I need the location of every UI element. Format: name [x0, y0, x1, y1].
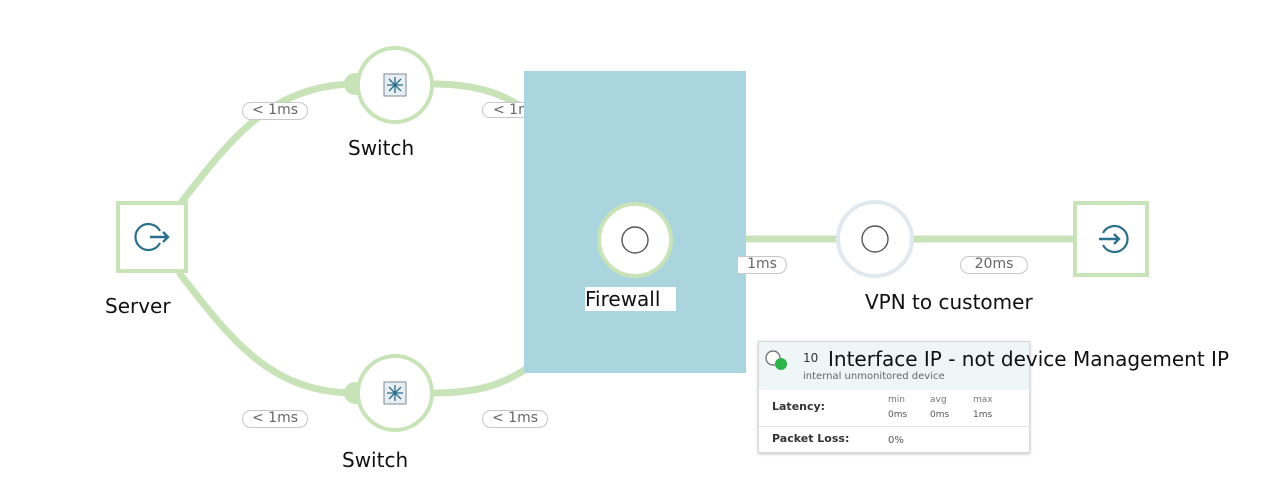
latency-label: Latency:: [772, 400, 826, 413]
switch-bottom-node[interactable]: [356, 354, 434, 432]
exit-arrow-icon: [134, 222, 170, 252]
latency-max-value: 1ms: [973, 410, 993, 420]
server-node[interactable]: [116, 201, 188, 273]
popup-header: [759, 342, 1029, 390]
latency-server-switch-top: < 1ms: [242, 102, 308, 120]
latency-min-header: min: [888, 395, 905, 405]
latency-min-value: 0ms: [888, 410, 908, 420]
switch-top-label: Switch: [348, 136, 415, 160]
latency-server-switch-bottom: < 1ms: [242, 410, 308, 428]
destination-node[interactable]: [1073, 201, 1149, 277]
hop-detail-popup: 10 internal unmonitored device Latency: …: [758, 341, 1030, 453]
latency-vpn-destination: 20ms: [960, 256, 1028, 274]
switch-bottom-label: Switch: [342, 448, 409, 472]
packet-loss-label: Packet Loss:: [772, 432, 850, 445]
hop-number: 10: [803, 351, 819, 365]
status-dot-icon: [765, 350, 787, 370]
link-switch-bottom-firewall: [428, 362, 534, 397]
firewall-node[interactable]: [597, 202, 673, 278]
latency-max-header: max: [973, 395, 993, 405]
firewall-label: Firewall: [585, 287, 677, 311]
popup-subtitle: internal unmonitored device: [803, 371, 945, 382]
switch-top-node[interactable]: [356, 46, 434, 124]
latency-avg-value: 0ms: [930, 410, 950, 420]
popup-divider: [759, 426, 1029, 427]
switch-icon: [383, 73, 407, 97]
switch-icon: [383, 381, 407, 405]
device-circle-icon: [621, 226, 649, 254]
popup-title: Interface IP - not device Management IP: [828, 347, 1230, 371]
latency-firewall-vpn: 1ms: [738, 256, 787, 274]
vpn-node[interactable]: [836, 200, 914, 278]
vpn-label: VPN to customer: [865, 290, 1033, 314]
server-label: Server: [105, 294, 171, 318]
enter-arrow-icon: [1099, 224, 1129, 254]
latency-avg-header: avg: [930, 395, 947, 405]
device-circle-icon: [861, 225, 889, 253]
link-server-switch-top: [176, 80, 359, 208]
latency-switch-bottom-firewall: < 1ms: [482, 410, 548, 428]
packet-loss-value: 0%: [888, 435, 904, 446]
link-server-switch-bottom: [176, 270, 359, 397]
